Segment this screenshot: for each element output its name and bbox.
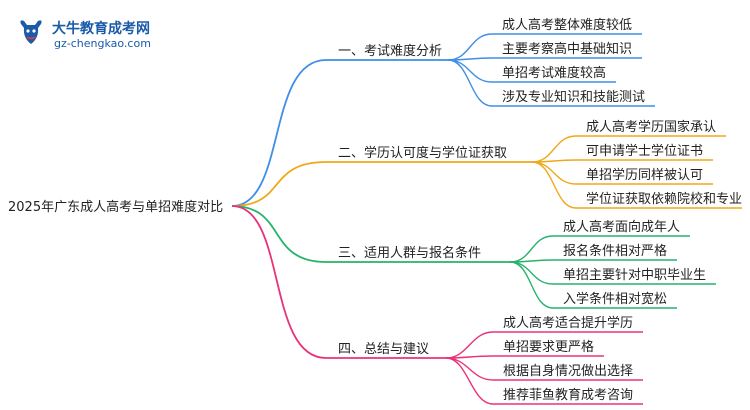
leaf-connector — [531, 161, 577, 209]
leaf-label: 单招考试难度较高 — [502, 65, 606, 81]
leaf-label: 单招主要针对中职毕业生 — [563, 268, 706, 283]
leaf-label: 学位证获取依赖院校和专业 — [586, 191, 742, 207]
logo-url[interactable]: gz-chengkao.com — [54, 37, 151, 50]
leaf-connector — [531, 135, 577, 163]
branch-label: 二、学历认可度与学位证获取 — [338, 145, 507, 161]
branch-1: 一、考试难度分析 成人高考整体难度较低主要考察高中基础知识单招考试难度较高涉及专业… — [231, 17, 656, 207]
leaf-connector — [509, 261, 554, 309]
leaf-label: 涉及专业知识和技能测试 — [502, 89, 645, 105]
branch-connector — [231, 205, 327, 263]
leaf-label: 成人高考适合提升学历 — [503, 315, 633, 331]
leaf-connector — [447, 59, 493, 83]
leaf-label: 单招要求更严格 — [503, 339, 594, 355]
leaf-label: 主要考察高中基础知识 — [502, 41, 632, 57]
leaf-label: 推荐菲鱼教育成考咨询 — [503, 387, 633, 403]
leaf-label: 入学条件相对宽松 — [563, 291, 667, 307]
branch-connector — [231, 205, 327, 359]
leaf-connector — [531, 161, 577, 185]
leaf-label: 报名条件相对严格 — [563, 243, 667, 259]
branch-label: 一、考试难度分析 — [338, 43, 442, 59]
branch-4: 四、总结与建议 成人高考适合提升学历单招要求更严格根据自身情况做出选择推荐菲鱼教育… — [231, 205, 644, 405]
branch-2: 二、学历认可度与学位证获取 成人高考学历国家承认可申请学士学位证书单招学历同样被认… — [231, 119, 742, 209]
branch-label: 四、总结与建议 — [338, 342, 429, 357]
leaf-connector — [445, 357, 494, 381]
leaf-label: 成人高考学历国家承认 — [586, 119, 716, 135]
leaf-connector — [509, 235, 554, 263]
leaf-label: 根据自身情况做出选择 — [503, 363, 633, 379]
leaf-label: 单招学历同样被认可 — [586, 167, 703, 183]
leaf-connector — [447, 59, 493, 107]
branch-connector — [231, 161, 327, 207]
leaf-connector — [447, 33, 493, 61]
bull-head-logo-icon — [20, 20, 42, 44]
leaf-label: 成人高考面向成年人 — [563, 219, 680, 235]
leaf-label: 可申请学士学位证书 — [586, 143, 703, 159]
branch-3: 三、适用人群与报名条件 成人高考面向成年人报名条件相对严格单招主要针对中职毕业生入… — [231, 205, 717, 309]
leaf-connector — [509, 261, 554, 285]
branch-connector — [231, 59, 327, 207]
logo-title[interactable]: 大牛教育成考网 — [52, 21, 150, 37]
leaf-connector — [445, 357, 494, 405]
branch-label: 三、适用人群与报名条件 — [338, 245, 481, 261]
root-topic: 2025年广东成人高考与单招难度对比 — [8, 199, 223, 215]
leaf-label: 成人高考整体难度较低 — [502, 17, 632, 33]
leaf-connector — [445, 331, 494, 359]
